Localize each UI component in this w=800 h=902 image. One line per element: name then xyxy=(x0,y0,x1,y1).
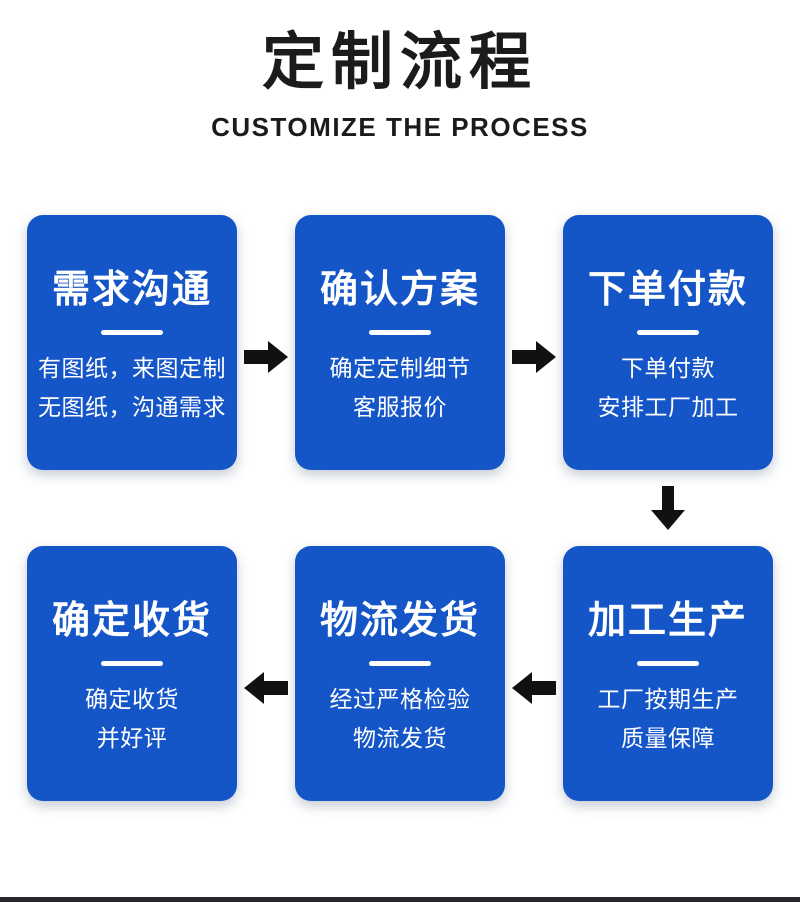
divider xyxy=(637,330,699,336)
header: 定制流程 CUSTOMIZE THE PROCESS xyxy=(0,0,800,143)
divider xyxy=(369,661,431,667)
step-line: 并好评 xyxy=(96,725,168,752)
step-line: 工厂按期生产 xyxy=(597,686,739,713)
arrow-right-icon xyxy=(512,339,556,375)
process-flow: 需求沟通 有图纸，来图定制 无图纸，沟通需求 确认方案 确定定制细节 客服报价 … xyxy=(27,215,773,802)
flow-row-gap xyxy=(27,470,773,546)
step-box-1: 需求沟通 有图纸，来图定制 无图纸，沟通需求 xyxy=(27,215,237,471)
divider xyxy=(101,661,163,667)
page-subtitle: CUSTOMIZE THE PROCESS xyxy=(211,112,589,143)
step-title: 需求沟通 xyxy=(51,269,212,312)
step-title: 物流发货 xyxy=(319,600,480,643)
step-title: 确定收货 xyxy=(51,600,212,643)
step-line: 物流发货 xyxy=(353,725,447,752)
arrow-left-icon xyxy=(244,670,288,706)
step-line: 安排工厂加工 xyxy=(597,394,739,421)
step-line: 客服报价 xyxy=(353,394,447,421)
flow-row-bottom: 确定收货 确定收货 并好评 物流发货 经过严格检验 物流发货 加工生产 工厂按 xyxy=(27,546,773,802)
arrow-left-icon xyxy=(512,670,556,706)
page-title: 定制流程 xyxy=(261,28,538,97)
step-line: 经过严格检验 xyxy=(329,686,471,713)
divider xyxy=(637,661,699,667)
arrow-right-icon xyxy=(244,339,288,375)
divider xyxy=(101,330,163,336)
step-title: 下单付款 xyxy=(587,269,748,312)
step-line: 确定定制细节 xyxy=(329,355,471,382)
step-box-5: 物流发货 经过严格检验 物流发货 xyxy=(295,546,505,802)
step-box-4: 加工生产 工厂按期生产 质量保障 xyxy=(563,546,773,802)
step-box-3: 下单付款 下单付款 安排工厂加工 xyxy=(563,215,773,471)
step-box-2: 确认方案 确定定制细节 客服报价 xyxy=(295,215,505,471)
flow-row-top: 需求沟通 有图纸，来图定制 无图纸，沟通需求 确认方案 确定定制细节 客服报价 … xyxy=(27,215,773,471)
step-line: 下单付款 xyxy=(621,355,715,382)
bottom-edge-strip xyxy=(0,897,800,902)
step-title: 加工生产 xyxy=(587,600,748,643)
divider xyxy=(369,330,431,336)
step-box-6: 确定收货 确定收货 并好评 xyxy=(27,546,237,802)
step-line: 确定收货 xyxy=(85,686,179,713)
step-title: 确认方案 xyxy=(319,269,480,312)
step-line: 无图纸，沟通需求 xyxy=(38,394,226,421)
step-line: 质量保障 xyxy=(621,725,715,752)
step-line: 有图纸，来图定制 xyxy=(38,355,226,382)
arrow-down-icon xyxy=(651,486,685,531)
